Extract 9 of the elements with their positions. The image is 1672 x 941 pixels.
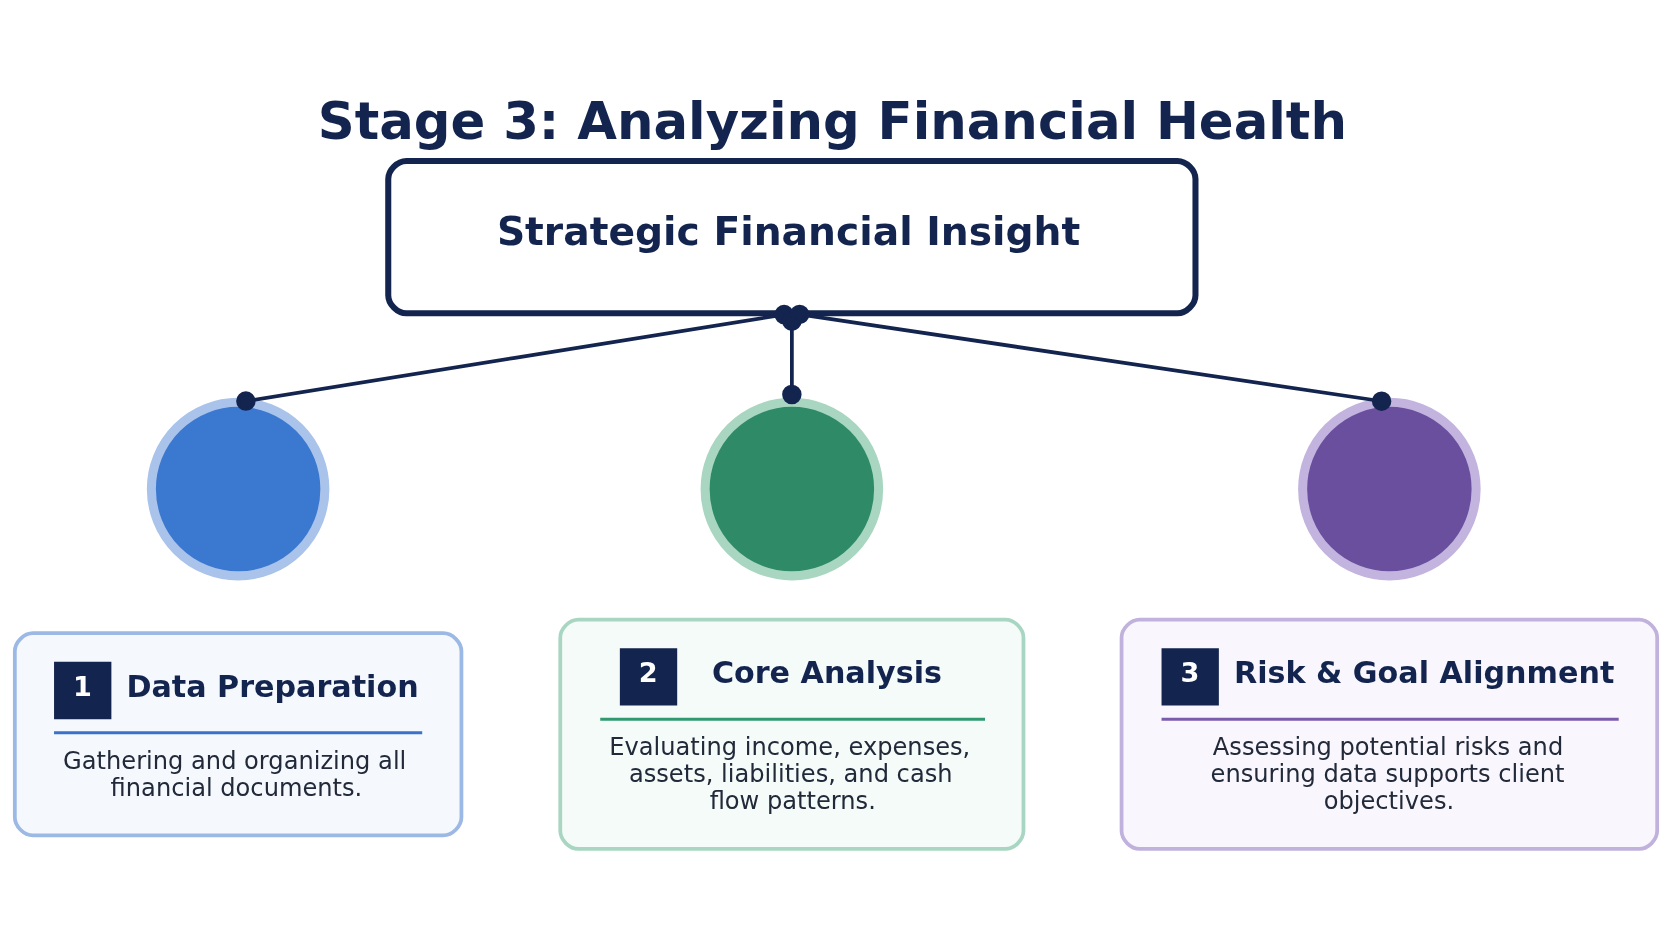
diagram-title: Stage 3: Analyzing Financial Health [317,90,1347,151]
node-box: 1 Data Preparation Gathering and organizing all financial documents. [12,630,464,837]
node-circle [1298,397,1481,580]
node-box: 3 Risk & Goal Alignment Assessing potential risks and ensuring data supports client objectives. [1119,617,1660,851]
connector [789,304,1392,411]
node-circle [146,397,330,580]
node-box: Strategic Financial Insight [385,157,1199,316]
node-circle [700,397,884,580]
node-box: 2 Core Analysis Evaluating income, expenses, assets, liabilities, and cash flow patterns. [558,617,1026,851]
